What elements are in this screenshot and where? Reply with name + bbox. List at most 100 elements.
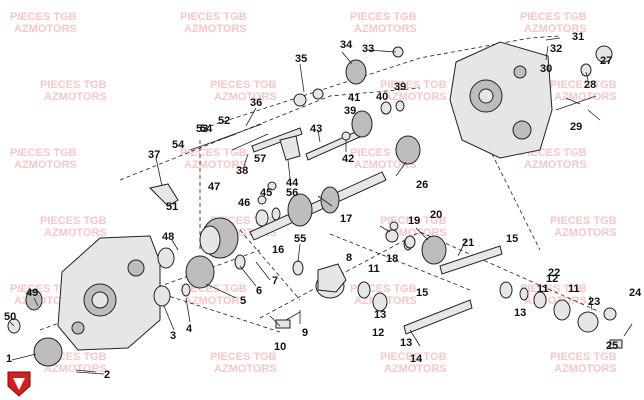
part-label-39: 39 bbox=[344, 105, 356, 117]
part-label-35: 35 bbox=[295, 53, 307, 65]
part-label-13: 13 bbox=[514, 307, 526, 319]
part-label-34: 34 bbox=[340, 39, 353, 51]
watermark-text: AZMOTORS bbox=[214, 91, 277, 103]
watermark-text: AZMOTORS bbox=[44, 91, 107, 103]
part-label-16: 16 bbox=[272, 244, 284, 256]
part-label-55: 55 bbox=[294, 233, 306, 245]
part-label-7: 7 bbox=[272, 275, 278, 287]
part-label-26: 26 bbox=[416, 179, 428, 191]
watermark-text: AZMOTORS bbox=[214, 363, 277, 375]
watermark-text: AZMOTORS bbox=[184, 23, 247, 35]
part-label-41: 41 bbox=[348, 92, 360, 104]
part-label-6: 6 bbox=[256, 285, 262, 297]
watermark-text: AZMOTORS bbox=[524, 159, 587, 171]
watermark-text: AZMOTORS bbox=[384, 91, 447, 103]
part-label-23: 23 bbox=[588, 296, 600, 308]
watermark-text: PIECES TGB bbox=[180, 11, 247, 23]
watermark-text: PIECES TGB bbox=[10, 11, 77, 23]
part-label-29: 29 bbox=[570, 121, 582, 133]
part-label-38: 38 bbox=[236, 165, 248, 177]
part-label-31: 31 bbox=[572, 31, 584, 43]
gears bbox=[25, 59, 447, 367]
part-label-49: 49 bbox=[26, 287, 38, 299]
watermark-text: PIECES TGB bbox=[380, 79, 447, 91]
watermark-text: PIECES TGB bbox=[520, 283, 587, 295]
watermark-text: AZMOTORS bbox=[524, 23, 587, 35]
part-label-11: 11 bbox=[568, 283, 580, 295]
part-label-46: 46 bbox=[238, 197, 250, 209]
watermark-text: PIECES TGB bbox=[550, 215, 617, 227]
part-label-52: 52 bbox=[218, 115, 230, 127]
part-label-53: 53 bbox=[196, 123, 208, 135]
watermark-text: PIECES TGB bbox=[10, 147, 77, 159]
watermark-text: AZMOTORS bbox=[184, 295, 247, 307]
part-label-50: 50 bbox=[4, 311, 16, 323]
part-label-15: 15 bbox=[416, 287, 428, 299]
watermark-text: PIECES TGB bbox=[180, 147, 247, 159]
part-label-40: 40 bbox=[376, 91, 388, 103]
assembly-dash-lines bbox=[39, 35, 601, 333]
watermark-text: AZMOTORS bbox=[354, 23, 417, 35]
part-label-12: 12 bbox=[372, 327, 384, 339]
part-label-19: 19 bbox=[408, 215, 420, 227]
part-label-12: 12 bbox=[546, 273, 558, 285]
part-label-54: 54 bbox=[172, 139, 185, 151]
part-label-1: 1 bbox=[6, 353, 12, 365]
watermark-text: PIECES TGB bbox=[40, 79, 107, 91]
part-label-11: 11 bbox=[368, 263, 380, 275]
part-label-48: 48 bbox=[162, 231, 174, 243]
watermark-text: AZMOTORS bbox=[554, 363, 617, 375]
watermark-text: PIECES TGB bbox=[210, 351, 277, 363]
watermark-text: AZMOTORS bbox=[384, 363, 447, 375]
part-label-44: 44 bbox=[286, 177, 299, 189]
part-label-21: 21 bbox=[462, 237, 474, 249]
part-label-24: 24 bbox=[629, 287, 642, 299]
watermark-text: AZMOTORS bbox=[554, 227, 617, 239]
brand-logo bbox=[7, 371, 31, 397]
part-label-37: 37 bbox=[148, 149, 160, 161]
left-crankcase bbox=[57, 235, 161, 351]
part-label-51: 51 bbox=[166, 201, 178, 213]
part-label-9: 9 bbox=[302, 327, 308, 339]
part-label-45: 45 bbox=[260, 187, 272, 199]
part-label-32: 32 bbox=[550, 43, 562, 55]
part-label-20: 20 bbox=[430, 209, 442, 221]
watermark-text: AZMOTORS bbox=[14, 159, 77, 171]
part-label-22: 22 bbox=[548, 267, 560, 279]
part-label-10: 10 bbox=[274, 341, 286, 353]
watermark-text: AZMOTORS bbox=[44, 227, 107, 239]
watermark-text: PIECES TGB bbox=[520, 11, 587, 23]
part-label-13: 13 bbox=[374, 309, 386, 321]
watermark-text: PIECES TGB bbox=[550, 351, 617, 363]
part-label-15: 15 bbox=[506, 233, 518, 245]
part-label-36: 36 bbox=[250, 97, 262, 109]
part-label-8: 8 bbox=[346, 252, 352, 264]
part-label-42: 42 bbox=[342, 153, 354, 165]
part-label-5: 5 bbox=[240, 295, 246, 307]
part-label-54: 54 bbox=[200, 123, 213, 135]
leader-lines bbox=[9, 45, 633, 373]
part-label-39: 39 bbox=[394, 81, 406, 93]
part-label-18: 18 bbox=[386, 253, 398, 265]
watermark-text: AZMOTORS bbox=[14, 23, 77, 35]
watermark-text: PIECES TGB bbox=[40, 215, 107, 227]
part-label-2: 2 bbox=[104, 369, 110, 381]
watermark-text: PIECES TGB bbox=[10, 283, 77, 295]
watermark-text: PIECES TGB bbox=[380, 351, 447, 363]
watermark-text: AZMOTORS bbox=[554, 91, 617, 103]
part-label-4: 4 bbox=[186, 323, 193, 335]
part-label-56: 56 bbox=[286, 187, 298, 199]
right-crankcase bbox=[449, 41, 553, 159]
part-label-33: 33 bbox=[362, 43, 374, 55]
part-label-13: 13 bbox=[400, 337, 412, 349]
part-label-17: 17 bbox=[340, 213, 352, 225]
part-label-57: 57 bbox=[254, 153, 266, 165]
part-label-14: 14 bbox=[410, 353, 423, 365]
part-label-27: 27 bbox=[600, 55, 612, 67]
part-label-11: 11 bbox=[537, 283, 549, 295]
part-label-28: 28 bbox=[584, 79, 596, 91]
watermark-text: PIECES TGB bbox=[350, 11, 417, 23]
